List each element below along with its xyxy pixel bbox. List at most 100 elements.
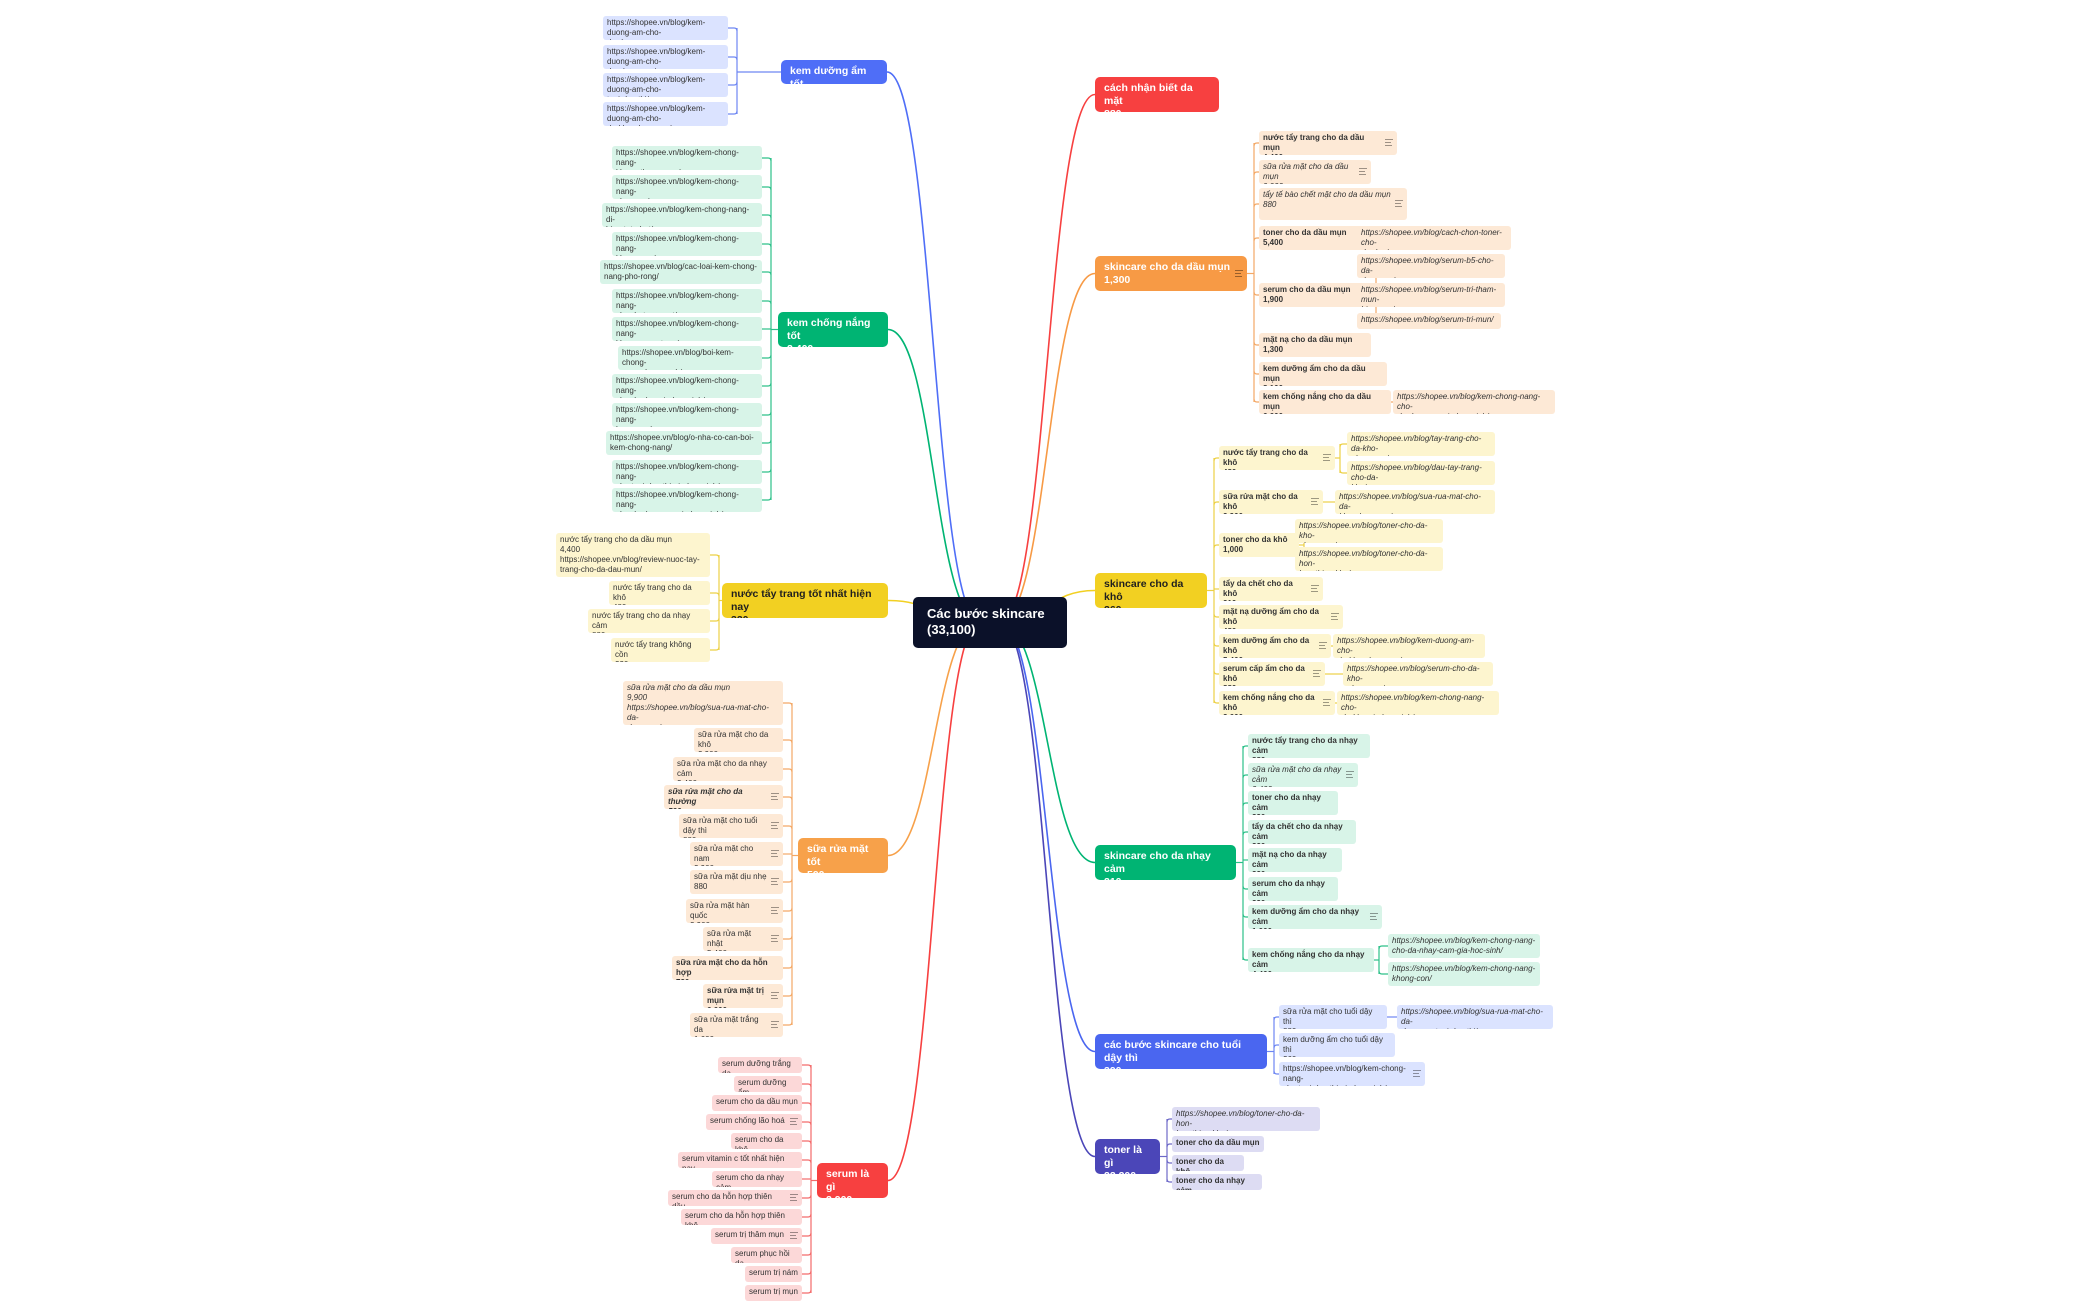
leaf-sua-rua-mat-tot-6[interactable]: sữa rửa mặt dịu nhẹ 880: [690, 870, 783, 894]
leaf-sua-rua-mat-tot-3[interactable]: sữa rửa mặt cho da thường 590: [664, 785, 783, 809]
leaf-serum-la-gi-4[interactable]: serum cho da khô: [731, 1133, 802, 1149]
subtopic-skincare-da-dau-mun-2[interactable]: tẩy tế bào chết mặt cho da dầu mụn 880: [1259, 188, 1407, 220]
leaf-sua-rua-mat-tot-4[interactable]: sữa rửa mặt cho tuổi dậy thì 880: [679, 814, 783, 838]
link-skincare-da-kho-7-0[interactable]: https://shopee.vn/blog/kem-chong-nang-ch…: [1337, 691, 1499, 715]
topic-skincare-da-nhay-cam[interactable]: skincare cho da nhạy cảm 210: [1095, 845, 1236, 880]
leaf-kem-chong-nang-tot-12[interactable]: https://shopee.vn/blog/kem-chong-nang- c…: [612, 488, 762, 512]
subtopic-skincare-tuoi-day-thi-2[interactable]: https://shopee.vn/blog/kem-chong-nang- c…: [1279, 1062, 1425, 1086]
leaf-serum-la-gi-10[interactable]: serum phục hồi da: [731, 1247, 802, 1263]
leaf-sua-rua-mat-tot-9[interactable]: sữa rửa mặt cho da hỗn hợp 720: [672, 956, 783, 980]
link-skincare-da-dau-mun-4-1[interactable]: https://shopee.vn/blog/serum-tri-tham-mu…: [1357, 283, 1505, 307]
leaf-kem-duong-am-tot-0[interactable]: https://shopee.vn/blog/kem-duong-am-cho-…: [603, 16, 728, 40]
link-skincare-da-kho-6-0[interactable]: https://shopee.vn/blog/serum-cho-da-kho-…: [1343, 662, 1493, 686]
leaf-kem-duong-am-tot-3[interactable]: https://shopee.vn/blog/kem-duong-am-cho-…: [603, 102, 728, 126]
link-skincare-da-kho-1-0[interactable]: https://shopee.vn/blog/sua-rua-mat-cho-d…: [1335, 490, 1495, 514]
leaf-serum-la-gi-1[interactable]: serum dưỡng ẩm: [734, 1076, 802, 1092]
subtopic-skincare-da-nhay-cam-6[interactable]: kem dưỡng ẩm cho da nhạy cảm 1,000: [1248, 905, 1382, 929]
leaf-sua-rua-mat-tot-1[interactable]: sữa rửa mặt cho da khô 2,900: [694, 728, 783, 752]
subtopic-toner-la-gi-0[interactable]: https://shopee.vn/blog/toner-cho-da-hon-…: [1172, 1107, 1320, 1131]
leaf-serum-la-gi-0[interactable]: serum dưỡng trắng da: [718, 1057, 802, 1073]
leaf-sua-rua-mat-tot-11[interactable]: sữa rửa mặt trắng da 1,600: [690, 1013, 783, 1037]
leaf-serum-la-gi-9[interactable]: serum trị thâm mụn: [711, 1228, 802, 1244]
subtopic-skincare-da-kho-1[interactable]: sữa rửa mặt cho da khô 2,900: [1219, 490, 1323, 514]
link-skincare-da-dau-mun-4-2[interactable]: https://shopee.vn/blog/serum-tri-mun/: [1357, 313, 1501, 329]
leaf-nuoc-tay-trang-tot-2[interactable]: nước tẩy trang cho da nhạy cảm 880: [588, 609, 710, 633]
subtopic-skincare-da-dau-mun-4[interactable]: serum cho da dầu mụn 1,900: [1259, 283, 1371, 307]
link-skincare-da-nhay-cam-7-1[interactable]: https://shopee.vn/blog/kem-chong-nang- k…: [1388, 962, 1540, 986]
subtopic-skincare-da-kho-2[interactable]: toner cho da khô 1,000: [1219, 533, 1299, 557]
leaf-kem-chong-nang-tot-4[interactable]: https://shopee.vn/blog/cac-loai-kem-chon…: [600, 260, 762, 284]
link-skincare-da-kho-0-0[interactable]: https://shopee.vn/blog/tay-trang-cho-da-…: [1347, 432, 1495, 456]
subtopic-skincare-da-dau-mun-1[interactable]: sữa rửa mặt cho da dầu mụn 9,900: [1259, 160, 1371, 184]
subtopic-toner-la-gi-1[interactable]: toner cho da dầu mụn: [1172, 1136, 1264, 1152]
leaf-kem-chong-nang-tot-7[interactable]: https://shopee.vn/blog/boi-kem-chong- na…: [618, 346, 762, 370]
link-skincare-da-dau-mun-3-0[interactable]: https://shopee.vn/blog/cach-chon-toner-c…: [1357, 226, 1511, 250]
topic-sua-rua-mat-tot[interactable]: sữa rửa mặt tốt 590: [798, 838, 888, 873]
leaf-kem-chong-nang-tot-5[interactable]: https://shopee.vn/blog/kem-chong-nang- c…: [612, 289, 762, 313]
leaf-sua-rua-mat-tot-7[interactable]: sữa rửa mặt hàn quốc 2,900: [686, 899, 783, 923]
leaf-serum-la-gi-2[interactable]: serum cho da dầu mụn: [712, 1095, 802, 1111]
topic-kem-duong-am-tot[interactable]: kem dưỡng ẩm tốt: [781, 60, 887, 84]
leaf-nuoc-tay-trang-tot-1[interactable]: nước tẩy trang cho da khô 480: [609, 581, 710, 605]
subtopic-skincare-da-nhay-cam-4[interactable]: mặt nạ cho da nhạy cảm 320: [1248, 848, 1342, 872]
topic-skincare-tuoi-day-thi[interactable]: các bước skincare cho tuổi dậy thì 390: [1095, 1034, 1267, 1069]
leaf-serum-la-gi-5[interactable]: serum vitamin c tốt nhất hiện nay: [678, 1152, 802, 1168]
leaf-kem-chong-nang-tot-9[interactable]: https://shopee.vn/blog/kem-chong-nang- h…: [612, 403, 762, 427]
leaf-kem-chong-nang-tot-8[interactable]: https://shopee.vn/blog/kem-chong-nang- c…: [612, 374, 762, 398]
subtopic-skincare-da-nhay-cam-1[interactable]: sữa rửa mặt cho da nhạy cảm 2,400: [1248, 763, 1358, 787]
leaf-serum-la-gi-11[interactable]: serum trị nám: [745, 1266, 802, 1282]
subtopic-skincare-da-nhay-cam-2[interactable]: toner cho da nhạy cảm 390: [1248, 791, 1338, 815]
subtopic-skincare-da-nhay-cam-7[interactable]: kem chống nắng cho da nhạy cảm 4,400: [1248, 948, 1374, 972]
subtopic-skincare-da-dau-mun-3[interactable]: toner cho da dầu mụn 5,400: [1259, 226, 1371, 250]
link-skincare-da-dau-mun-7-0[interactable]: https://shopee.vn/blog/kem-chong-nang-ch…: [1393, 390, 1555, 414]
leaf-kem-duong-am-tot-2[interactable]: https://shopee.vn/blog/kem-duong-am-cho-…: [603, 73, 728, 97]
leaf-kem-chong-nang-tot-0[interactable]: https://shopee.vn/blog/kem-chong-nang- k…: [612, 146, 762, 170]
subtopic-skincare-da-kho-0[interactable]: nước tẩy trang cho da khô 480: [1219, 446, 1335, 470]
subtopic-toner-la-gi-3[interactable]: toner cho da nhạy cảm: [1172, 1174, 1262, 1190]
subtopic-skincare-da-nhay-cam-0[interactable]: nước tẩy trang cho da nhạy cảm 880: [1248, 734, 1370, 758]
leaf-kem-duong-am-tot-1[interactable]: https://shopee.vn/blog/kem-duong-am-cho-…: [603, 45, 728, 69]
topic-skincare-da-kho[interactable]: skincare cho da khô 260: [1095, 573, 1207, 608]
link-skincare-tuoi-day-thi-0-0[interactable]: https://shopee.vn/blog/sua-rua-mat-cho-d…: [1397, 1005, 1553, 1029]
leaf-sua-rua-mat-tot-5[interactable]: sữa rửa mặt cho nam 2,900: [690, 842, 783, 866]
link-skincare-da-kho-0-1[interactable]: https://shopee.vn/blog/dau-tay-trang-cho…: [1347, 461, 1495, 485]
subtopic-skincare-da-kho-3[interactable]: tẩy da chết cho da khô 210: [1219, 577, 1323, 601]
leaf-kem-chong-nang-tot-2[interactable]: https://shopee.vn/blog/kem-chong-nang-di…: [602, 203, 762, 227]
subtopic-skincare-da-kho-4[interactable]: mặt nạ dưỡng ẩm cho da khô 480: [1219, 605, 1343, 629]
subtopic-skincare-da-dau-mun-7[interactable]: kem chống nắng cho da dầu mụn 6,600: [1259, 390, 1391, 414]
leaf-kem-chong-nang-tot-11[interactable]: https://shopee.vn/blog/kem-chong-nang- c…: [612, 460, 762, 484]
subtopic-skincare-da-nhay-cam-5[interactable]: serum cho da nhạy cảm 390: [1248, 877, 1338, 901]
leaf-kem-chong-nang-tot-6[interactable]: https://shopee.vn/blog/kem-chong-nang- k…: [612, 317, 762, 341]
leaf-kem-chong-nang-tot-10[interactable]: https://shopee.vn/blog/o-nha-co-can-boi-…: [606, 431, 762, 455]
topic-nuoc-tay-trang-tot[interactable]: nước tẩy trang tốt nhất hiện nay 320: [722, 583, 888, 618]
subtopic-skincare-da-kho-6[interactable]: serum cấp ẩm cho da khô 880: [1219, 662, 1325, 686]
leaf-nuoc-tay-trang-tot-0[interactable]: nước tẩy trang cho da dầu mụn 4,400 http…: [556, 533, 710, 577]
leaf-kem-chong-nang-tot-1[interactable]: https://shopee.vn/blog/kem-chong-nang- c…: [612, 175, 762, 199]
leaf-sua-rua-mat-tot-10[interactable]: sữa rửa mặt trị mụn 6,600: [703, 984, 783, 1008]
topic-cach-nhan-biet-da-mat[interactable]: cách nhận biết da mặt 880: [1095, 77, 1219, 112]
subtopic-skincare-da-dau-mun-5[interactable]: mặt nạ cho da dầu mụn 1,300: [1259, 333, 1371, 357]
subtopic-toner-la-gi-2[interactable]: toner cho da khô: [1172, 1155, 1244, 1171]
subtopic-skincare-tuoi-day-thi-1[interactable]: kem dưỡng ẩm cho tuổi dậy thì 260: [1279, 1033, 1395, 1057]
subtopic-skincare-tuoi-day-thi-0[interactable]: sữa rửa mặt cho tuổi dậy thì 880: [1279, 1005, 1387, 1029]
leaf-serum-la-gi-6[interactable]: serum cho da nhạy cảm: [712, 1171, 802, 1187]
central-topic[interactable]: Các bước skincare (33,100): [913, 597, 1067, 648]
link-skincare-da-kho-5-0[interactable]: https://shopee.vn/blog/kem-duong-am-cho-…: [1333, 634, 1485, 658]
subtopic-skincare-da-nhay-cam-3[interactable]: tẩy da chết cho da nhạy cảm 320: [1248, 820, 1356, 844]
leaf-sua-rua-mat-tot-2[interactable]: sữa rửa mặt cho da nhạy cảm 2,400: [673, 757, 783, 781]
link-skincare-da-dau-mun-4-0[interactable]: https://shopee.vn/blog/serum-b5-cho-da- …: [1357, 254, 1505, 278]
topic-toner-la-gi[interactable]: toner là gì 22,200: [1095, 1139, 1160, 1174]
leaf-serum-la-gi-12[interactable]: serum trị mụn: [745, 1285, 802, 1301]
leaf-serum-la-gi-3[interactable]: serum chống lão hoá: [706, 1114, 802, 1130]
leaf-nuoc-tay-trang-tot-3[interactable]: nước tẩy trang không cồn 320: [611, 638, 710, 662]
topic-serum-la-gi[interactable]: serum là gì 2,900: [817, 1163, 888, 1198]
link-skincare-da-kho-2-0[interactable]: https://shopee.vn/blog/toner-cho-da-kho-…: [1295, 519, 1443, 543]
leaf-serum-la-gi-7[interactable]: serum cho da hỗn hợp thiên dầu: [668, 1190, 802, 1206]
subtopic-skincare-da-kho-7[interactable]: kem chống nắng cho da khô 3,600: [1219, 691, 1335, 715]
leaf-sua-rua-mat-tot-0[interactable]: sữa rửa mặt cho da dầu mụn 9,900 https:/…: [623, 681, 783, 725]
leaf-sua-rua-mat-tot-8[interactable]: sữa rửa mặt nhật 5,400: [703, 927, 783, 951]
leaf-kem-chong-nang-tot-3[interactable]: https://shopee.vn/blog/kem-chong-nang- k…: [612, 232, 762, 256]
subtopic-skincare-da-kho-5[interactable]: kem dưỡng ẩm cho da khô 5,400: [1219, 634, 1331, 658]
leaf-serum-la-gi-8[interactable]: serum cho da hỗn hợp thiên khô: [681, 1209, 802, 1225]
topic-kem-chong-nang-tot[interactable]: kem chống nắng tốt 2,400: [778, 312, 888, 347]
